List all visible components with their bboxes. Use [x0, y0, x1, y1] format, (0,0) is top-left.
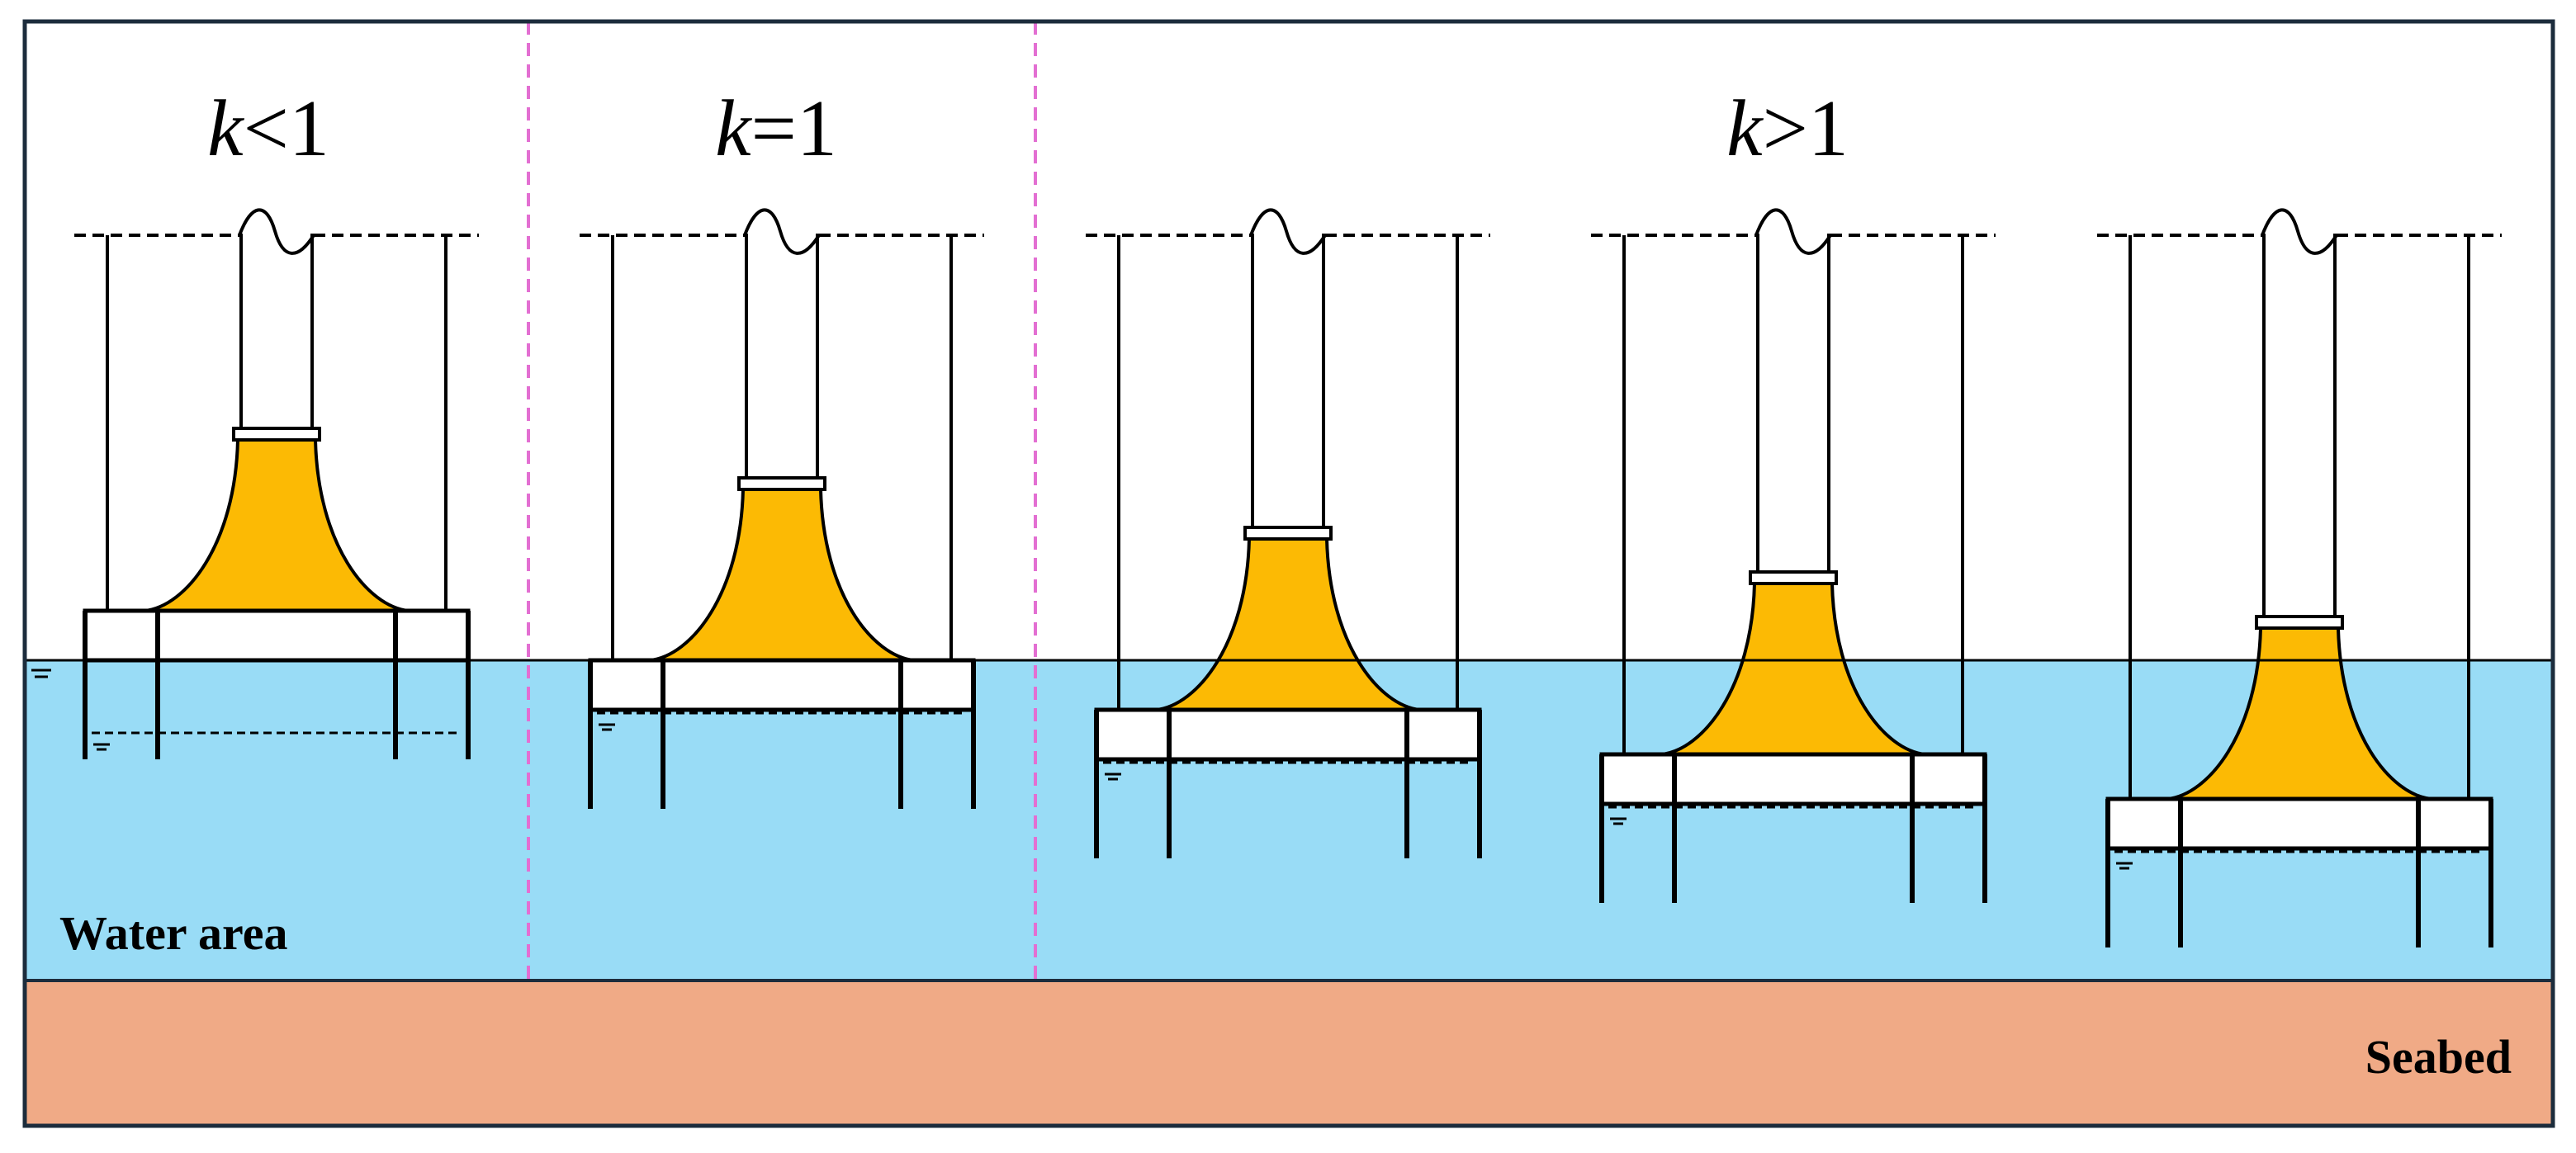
break-symbol	[1754, 208, 1832, 255]
collar-ring	[232, 427, 321, 442]
caisson-base	[83, 608, 471, 663]
figure-frame	[22, 19, 2555, 1128]
seabed-label: Seabed	[2365, 1030, 2512, 1084]
collar-ring	[1243, 526, 1333, 541]
case-label-k-less-than-1: k<1	[207, 84, 329, 173]
collar-ring	[737, 476, 826, 491]
seabed	[25, 981, 2553, 1126]
collar-ring	[2255, 615, 2344, 630]
case-label-k-equals-1: k=1	[715, 84, 837, 173]
case-label-k-greater-than-1: k>1	[1726, 84, 1849, 173]
caisson-base	[2105, 796, 2493, 851]
caisson-base	[1094, 707, 1482, 762]
break-symbol	[1249, 208, 1327, 255]
foundation-unit-4	[1591, 208, 1996, 903]
break-symbol	[238, 208, 315, 255]
outer-water-level-marker	[25, 659, 2553, 982]
collar-ring	[1749, 570, 1838, 585]
break-symbol	[743, 208, 821, 255]
water-area-label: Water area	[59, 906, 288, 960]
caisson-base	[588, 658, 976, 712]
break-symbol	[2261, 208, 2338, 255]
foundation-units	[25, 208, 2553, 982]
caisson-base	[1599, 752, 1987, 806]
foundation-unit-1	[74, 208, 479, 759]
foundation-unit-3	[1086, 208, 1490, 858]
foundation-unit-5	[2097, 208, 2502, 947]
